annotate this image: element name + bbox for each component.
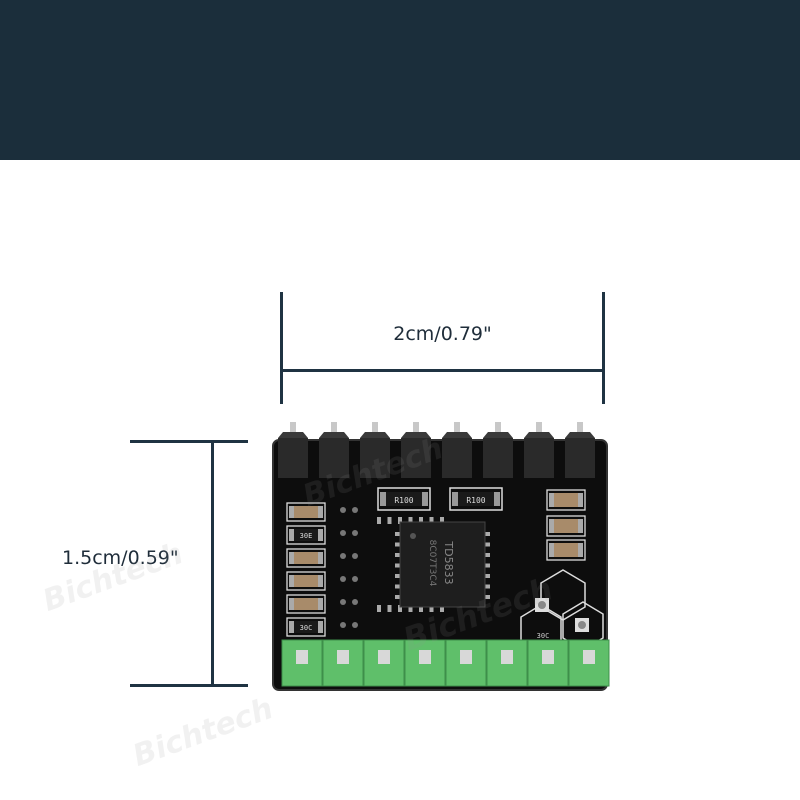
left-component-1 xyxy=(286,502,326,522)
via xyxy=(352,622,358,628)
top-pin-header xyxy=(278,422,595,478)
left-component-5 xyxy=(286,594,326,614)
bottom-pin-header xyxy=(281,639,610,687)
via xyxy=(352,507,358,513)
bottom-pin-5 xyxy=(445,639,487,687)
via xyxy=(340,507,346,513)
bottom-pin-4 xyxy=(404,639,446,687)
current-sense-resistor-1: R100 xyxy=(377,487,431,511)
vias xyxy=(340,507,358,628)
capacitor-label-1: 30E xyxy=(300,532,313,540)
ic-pin xyxy=(419,517,423,524)
width-dimension-line xyxy=(282,369,603,372)
bottom-pin-7 xyxy=(527,639,569,687)
ic-pin xyxy=(483,553,490,557)
top-pin-2 xyxy=(319,422,349,478)
capacitor-label-2: 30C xyxy=(300,624,313,632)
current-sense-resistor-2: R100 xyxy=(449,487,503,511)
via xyxy=(352,530,358,536)
right-component-2 xyxy=(546,515,586,537)
ic-pin xyxy=(395,584,402,589)
via xyxy=(340,599,346,605)
top-banner xyxy=(0,0,800,160)
height-dimension-bottom-tick xyxy=(130,684,248,687)
chip-marking-1: TD5833 xyxy=(442,540,455,584)
ic-pin xyxy=(483,563,490,568)
via xyxy=(352,576,358,582)
driver-ic: TD5833 8C07T3C4 xyxy=(377,517,490,612)
width-dimension-label: 2cm/0.79" xyxy=(393,323,492,345)
resistor-label-1: R100 xyxy=(394,496,413,505)
capacitor-label-3: 30C xyxy=(537,632,550,640)
left-component-3 xyxy=(286,548,326,568)
width-dimension-right-tick xyxy=(602,292,605,404)
height-dimension-label: 1.5cm/0.59" xyxy=(62,547,179,569)
ic-pin xyxy=(395,553,402,557)
stepper-driver-board: 30E 30C R100 R100 TD5833 8C07T3C4 xyxy=(272,422,610,691)
right-component-3 xyxy=(546,539,586,561)
top-pin-6 xyxy=(483,422,513,478)
bottom-pin-8 xyxy=(568,639,610,687)
ic-pin xyxy=(395,532,402,536)
ic-pin xyxy=(395,595,402,599)
top-pin-1 xyxy=(278,422,308,478)
top-pin-4 xyxy=(401,422,431,478)
resistor-label-2: R100 xyxy=(466,496,485,505)
ic-pin xyxy=(440,605,444,612)
ic-pin xyxy=(387,517,392,524)
via xyxy=(340,622,346,628)
ic-pin xyxy=(429,605,434,612)
top-pin-8 xyxy=(565,422,595,478)
adjust-pads: 30C xyxy=(520,569,604,654)
via xyxy=(340,530,346,536)
via xyxy=(352,599,358,605)
right-components xyxy=(546,489,586,561)
via xyxy=(340,553,346,559)
ic-pin xyxy=(440,517,444,524)
left-components: 30E 30C xyxy=(286,502,326,637)
ic-pin xyxy=(377,517,381,524)
bottom-pin-3 xyxy=(363,639,405,687)
height-dimension-line xyxy=(211,441,214,686)
bottom-pin-2 xyxy=(322,639,364,687)
top-pin-7 xyxy=(524,422,554,478)
ic-pin xyxy=(483,574,490,578)
watermark-4: Bichtech xyxy=(128,691,278,774)
bottom-pin-1 xyxy=(281,639,323,687)
left-component-4 xyxy=(286,571,326,591)
ic-pin xyxy=(398,517,402,524)
ic-pin xyxy=(395,563,402,568)
ic-pin xyxy=(395,574,402,578)
left-component-6: 30C xyxy=(286,617,326,637)
ic-pin xyxy=(395,542,402,547)
ic-pin xyxy=(398,605,402,612)
via xyxy=(340,576,346,582)
ic-pin xyxy=(377,605,381,612)
chip-marking-2: 8C07T3C4 xyxy=(427,540,437,587)
top-pin-3 xyxy=(360,422,390,478)
ic-pin xyxy=(408,605,413,612)
ic-pin xyxy=(483,584,490,589)
ic-pin xyxy=(483,542,490,547)
right-component-1 xyxy=(546,489,586,511)
left-component-2: 30E xyxy=(286,525,326,545)
ic-pin xyxy=(408,517,413,524)
ic-pin xyxy=(387,605,392,612)
ic-pin xyxy=(419,605,423,612)
bottom-pin-6 xyxy=(486,639,528,687)
height-dimension-top-tick xyxy=(130,440,248,443)
ic-pin xyxy=(483,595,490,599)
width-dimension-left-tick xyxy=(280,292,283,404)
ic-pin xyxy=(429,517,434,524)
ic-pin xyxy=(483,532,490,536)
via xyxy=(352,553,358,559)
top-pin-5 xyxy=(442,422,472,478)
